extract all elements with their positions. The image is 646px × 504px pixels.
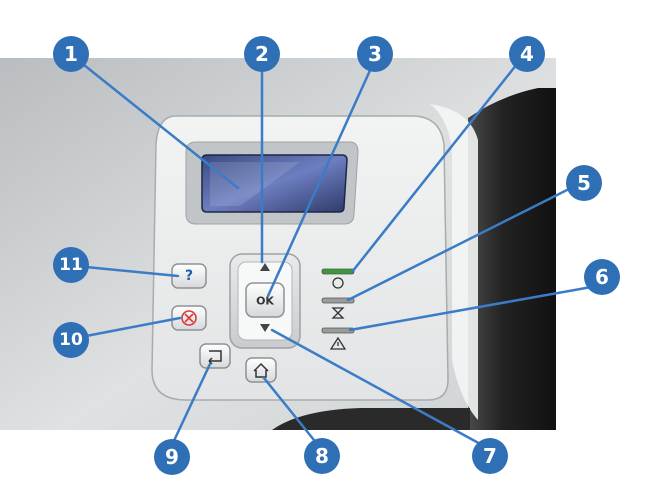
leader-line-4 — [350, 62, 519, 274]
ok-button-label: OK — [256, 295, 274, 308]
leader-line-7 — [270, 328, 486, 448]
up-arrow-icon[interactable] — [260, 263, 270, 271]
callout-9: 9 — [154, 439, 190, 475]
help-button-label: ? — [185, 268, 193, 284]
callout-1: 1 — [53, 36, 89, 72]
svg-text:4: 4 — [520, 42, 534, 66]
svg-text:7: 7 — [483, 444, 497, 468]
callout-2: 2 — [244, 36, 280, 72]
callout-10: 10 — [53, 322, 89, 358]
lcd-glare — [210, 162, 300, 206]
callout-7: 7 — [472, 438, 508, 474]
lcd-display — [201, 154, 348, 213]
callout-3: 3 — [357, 36, 393, 72]
leader-line-3 — [266, 64, 374, 298]
leader-line-8 — [262, 376, 320, 447]
svg-text:6: 6 — [595, 265, 609, 289]
back-button[interactable] — [199, 343, 231, 369]
back-arrow-icon — [208, 350, 222, 365]
hourglass-icon — [331, 307, 345, 319]
warning-triangle-icon — [329, 336, 347, 350]
leader-line-5 — [346, 188, 569, 302]
leader-line-10 — [84, 316, 182, 338]
callout-4: 4 — [509, 36, 545, 72]
callout-8: 8 — [304, 438, 340, 474]
printer-side-panel — [468, 88, 556, 430]
ready-circle-icon — [332, 277, 344, 289]
home-icon — [253, 362, 269, 378]
leader-lines — [82, 62, 599, 448]
leader-line-6 — [348, 284, 599, 332]
down-arrow-icon[interactable] — [260, 324, 270, 332]
svg-text:2: 2 — [255, 42, 269, 66]
svg-text:3: 3 — [368, 42, 382, 66]
svg-text:8: 8 — [315, 444, 329, 468]
callout-11: 11 — [53, 247, 89, 283]
svg-text:5: 5 — [577, 171, 591, 195]
svg-text:1: 1 — [64, 42, 78, 66]
ready-light — [321, 268, 355, 275]
callout-5: 5 — [566, 165, 602, 201]
svg-text:11: 11 — [59, 255, 83, 275]
leader-line-9 — [170, 362, 212, 447]
home-button[interactable] — [245, 357, 277, 383]
leader-line-1 — [82, 63, 240, 190]
leader-line-11 — [84, 265, 180, 278]
stop-icon — [181, 310, 197, 326]
svg-text:9: 9 — [165, 445, 179, 469]
printer-bottom-slot — [272, 408, 470, 430]
ok-button[interactable] — [245, 282, 285, 318]
printer-edge-highlight — [430, 104, 478, 420]
svg-text:10: 10 — [59, 330, 83, 350]
data-light — [321, 297, 355, 304]
callout-6: 6 — [584, 259, 620, 295]
